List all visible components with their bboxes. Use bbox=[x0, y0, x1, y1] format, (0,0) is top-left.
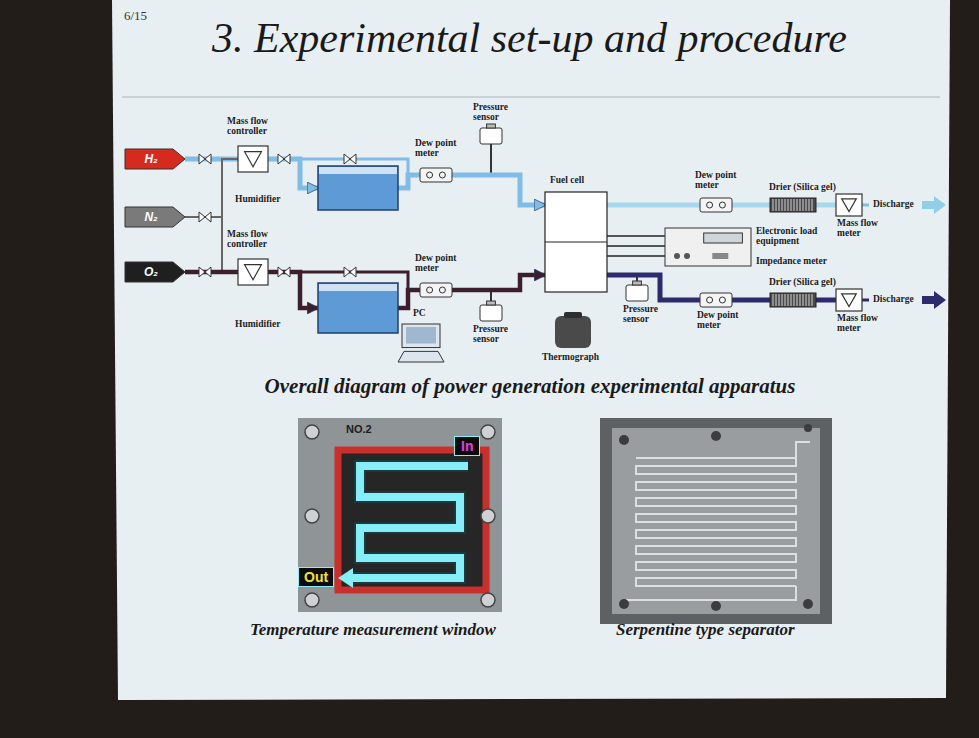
outlet-label: Discharge bbox=[872, 199, 915, 209]
pipe-connector bbox=[816, 298, 836, 303]
gas-label: H₂ bbox=[125, 149, 185, 169]
pressure-sensor-outline bbox=[626, 285, 648, 301]
pressure-sensor-outline bbox=[480, 128, 502, 144]
pressure-sensor: Pressure sensor bbox=[626, 285, 648, 301]
outlet-label: Discharge bbox=[872, 294, 915, 304]
pipe-connector bbox=[398, 290, 420, 308]
component-label: Dew point meter bbox=[414, 138, 466, 159]
load-equipment: Electronic load equipmentImpedance meter bbox=[665, 228, 751, 266]
dew-point-meter-outline bbox=[700, 198, 732, 212]
component-label: Dew point meter bbox=[694, 170, 746, 191]
sensor-taps bbox=[491, 144, 637, 305]
component-label: Electronic load equipment bbox=[755, 226, 833, 247]
diagram-caption: Overall diagram of power generation expe… bbox=[115, 374, 945, 399]
dew-point-meter-outline bbox=[420, 283, 452, 297]
gas-label: N₂ bbox=[125, 207, 185, 227]
pipe-connector bbox=[185, 159, 238, 217]
drier-outline bbox=[770, 293, 816, 307]
pipe-connector bbox=[607, 203, 700, 208]
gas-cylinder: H₂ bbox=[125, 149, 185, 169]
humidifier-tank: Humidifier bbox=[318, 166, 398, 210]
dew-point-meter: Dew point meter bbox=[700, 198, 732, 212]
bypass-lines bbox=[300, 159, 408, 290]
component-label: Humidifier bbox=[234, 319, 281, 329]
pipe-connector bbox=[816, 203, 836, 208]
pipe-connector bbox=[452, 175, 545, 205]
thermograph-outline bbox=[555, 312, 591, 348]
pipe-connector bbox=[452, 275, 545, 290]
flow-tag: In bbox=[454, 436, 480, 456]
component-label: Pressure sensor bbox=[622, 304, 674, 325]
component-label: Impedance meter bbox=[755, 256, 828, 266]
component-label: PC bbox=[412, 308, 427, 318]
pipe-connector bbox=[732, 203, 770, 208]
page-number: 6/15 bbox=[124, 8, 147, 24]
pipe-connector bbox=[398, 175, 420, 188]
load-equipment-outline bbox=[665, 228, 751, 266]
pipe-connector bbox=[732, 298, 770, 303]
drier-outline bbox=[770, 198, 816, 212]
component-label: Drier (Silica gel) bbox=[768, 277, 837, 287]
flow-meter-outline bbox=[836, 289, 862, 311]
drier: Drier (Silica gel) bbox=[770, 293, 816, 307]
pipe-connector bbox=[268, 272, 318, 308]
photo-caption: Serpentine type separator bbox=[616, 620, 795, 640]
dew-point-meter-outline bbox=[700, 293, 732, 307]
humidifier-tank: Humidifier bbox=[318, 283, 398, 333]
component-label: Mass flow controller bbox=[226, 229, 292, 250]
flow-tag: Out bbox=[298, 567, 334, 587]
gas-cylinder: O₂ bbox=[125, 262, 185, 282]
pressure-sensor-outline bbox=[480, 305, 502, 321]
component-label: Dew point meter bbox=[696, 310, 748, 331]
dew-point-meter: Dew point meter bbox=[420, 168, 452, 182]
humidifier-tank-outline bbox=[318, 283, 398, 333]
flow-controller-outline bbox=[238, 146, 268, 172]
component-label: Fuel cell bbox=[549, 175, 585, 185]
serpentine-separator-photo bbox=[600, 418, 832, 624]
computer-outline bbox=[398, 324, 444, 362]
dew-point-meter-outline bbox=[420, 168, 452, 182]
slide-background bbox=[112, 0, 950, 700]
gas-label: O₂ bbox=[125, 262, 185, 282]
plate-number: NO.2 bbox=[346, 423, 372, 435]
drier: Drier (Silica gel) bbox=[770, 198, 816, 212]
component-label: Pressure sensor bbox=[472, 102, 524, 123]
computer: PC bbox=[398, 324, 444, 362]
load-wires bbox=[607, 236, 665, 256]
humidifier-tank-outline bbox=[318, 166, 398, 210]
title-rule bbox=[122, 97, 940, 98]
component-label: Mass flow meter bbox=[836, 218, 884, 239]
flow-meter-outline bbox=[836, 194, 862, 216]
fuel-cell: Fuel cell bbox=[545, 192, 607, 292]
photo-caption: Temperature measurement window bbox=[250, 620, 496, 640]
flow-controller: Mass flow controller bbox=[238, 146, 268, 172]
flow-meter: Mass flow meter bbox=[836, 194, 862, 216]
component-label: Mass flow controller bbox=[226, 116, 292, 137]
thermograph: Thermograph bbox=[555, 312, 591, 348]
gas-cylinder: N₂ bbox=[125, 207, 185, 227]
dew-point-meter: Dew point meter bbox=[700, 293, 732, 307]
flow-meter: Mass flow meter bbox=[836, 289, 862, 311]
component-label: Dew point meter bbox=[414, 253, 466, 274]
pressure-sensor: Pressure sensor bbox=[480, 305, 502, 321]
discharge-arrows bbox=[862, 196, 946, 309]
dew-point-meter: Dew point meter bbox=[420, 283, 452, 297]
pipe-connector bbox=[268, 159, 318, 188]
slide-title: 3. Experimental set-up and procedure bbox=[212, 14, 847, 62]
temperature-window-photo bbox=[298, 418, 502, 612]
flow-controller-outline bbox=[238, 259, 268, 285]
pipe-connector bbox=[607, 245, 665, 247]
component-label: Pressure sensor bbox=[472, 324, 524, 345]
flow-controller: Mass flow controller bbox=[238, 259, 268, 285]
component-label: Thermograph bbox=[541, 352, 600, 362]
component-label: Mass flow meter bbox=[836, 313, 884, 334]
pipe-connector bbox=[607, 275, 700, 300]
component-label: Drier (Silica gel) bbox=[768, 182, 837, 192]
pressure-sensor: Pressure sensor bbox=[480, 128, 502, 144]
fuel-cell-outline bbox=[545, 192, 607, 292]
component-label: Humidifier bbox=[234, 194, 281, 204]
